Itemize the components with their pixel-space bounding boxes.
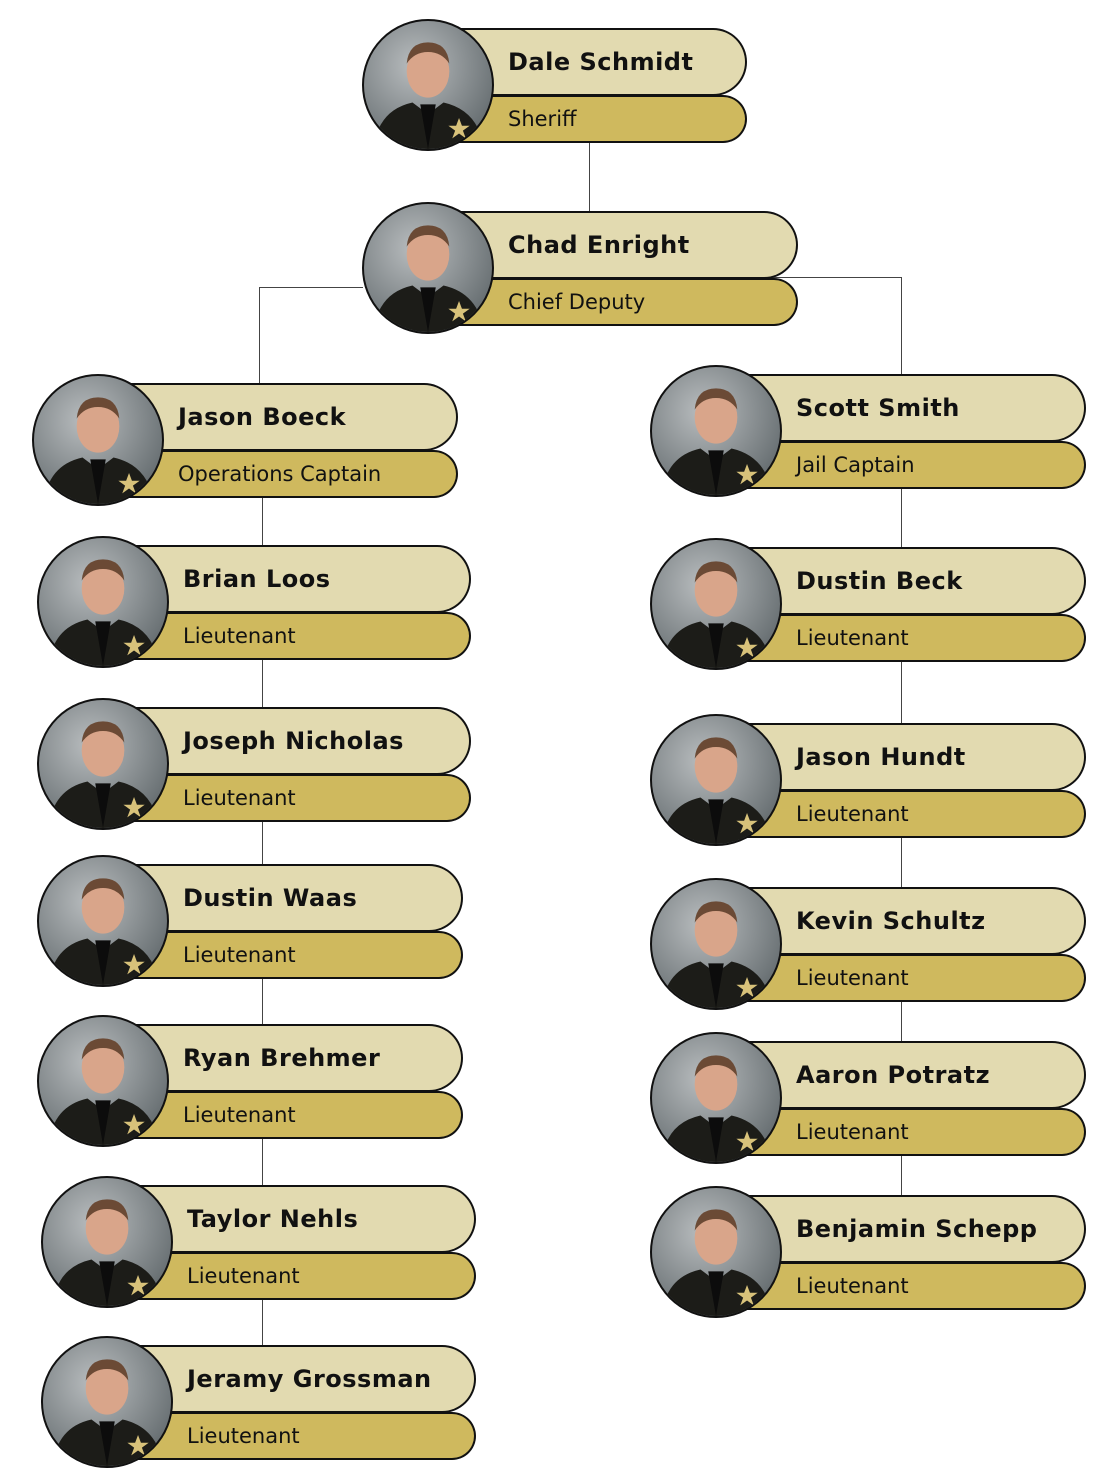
person-title: Lieutenant <box>183 624 296 648</box>
connector-line <box>755 277 902 278</box>
person-name: Kevin Schultz <box>796 907 986 935</box>
portrait-photo <box>650 365 782 497</box>
portrait-photo <box>41 1336 173 1468</box>
portrait-photo <box>37 855 169 987</box>
person-title: Jail Captain <box>796 453 915 477</box>
person-name: Dale Schmidt <box>508 48 694 76</box>
portrait-photo <box>650 714 782 846</box>
person-title: Lieutenant <box>796 1274 909 1298</box>
portrait-photo <box>650 538 782 670</box>
portrait-photo <box>37 698 169 830</box>
connector-line <box>901 277 902 375</box>
portrait-photo <box>41 1176 173 1308</box>
person-title: Sheriff <box>508 107 577 131</box>
person-name: Aaron Potratz <box>796 1061 991 1089</box>
person-name: Dustin Waas <box>183 884 358 912</box>
connector-line <box>259 287 260 383</box>
person-name: Joseph Nicholas <box>183 727 404 755</box>
portrait-photo <box>650 878 782 1010</box>
connector-line <box>901 488 902 1196</box>
person-title: Lieutenant <box>796 626 909 650</box>
portrait-photo <box>37 536 169 668</box>
portrait-photo <box>650 1186 782 1318</box>
portrait-photo <box>362 19 494 151</box>
person-name: Dustin Beck <box>796 567 963 595</box>
person-name: Brian Loos <box>183 565 331 593</box>
person-title: Lieutenant <box>187 1424 300 1448</box>
person-title: Lieutenant <box>183 786 296 810</box>
person-title: Lieutenant <box>796 966 909 990</box>
person-name: Taylor Nehls <box>187 1205 359 1233</box>
person-title: Lieutenant <box>796 802 909 826</box>
portrait-photo <box>650 1032 782 1164</box>
person-title: Lieutenant <box>183 1103 296 1127</box>
person-name: Jeramy Grossman <box>187 1365 432 1393</box>
person-name: Ryan Brehmer <box>183 1044 381 1072</box>
person-title: Chief Deputy <box>508 290 646 314</box>
person-name: Chad Enright <box>508 231 690 259</box>
connector-line <box>589 143 590 213</box>
person-title: Lieutenant <box>796 1120 909 1144</box>
person-name: Scott Smith <box>796 394 960 422</box>
connector-line <box>259 287 363 288</box>
person-name: Benjamin Schepp <box>796 1215 1038 1243</box>
person-title: Lieutenant <box>183 943 296 967</box>
portrait-photo <box>362 202 494 334</box>
person-name: Jason Boeck <box>178 403 347 431</box>
person-name: Jason Hundt <box>796 743 966 771</box>
person-title: Operations Captain <box>178 462 382 486</box>
portrait-photo <box>32 374 164 506</box>
portrait-photo <box>37 1015 169 1147</box>
person-title: Lieutenant <box>187 1264 300 1288</box>
